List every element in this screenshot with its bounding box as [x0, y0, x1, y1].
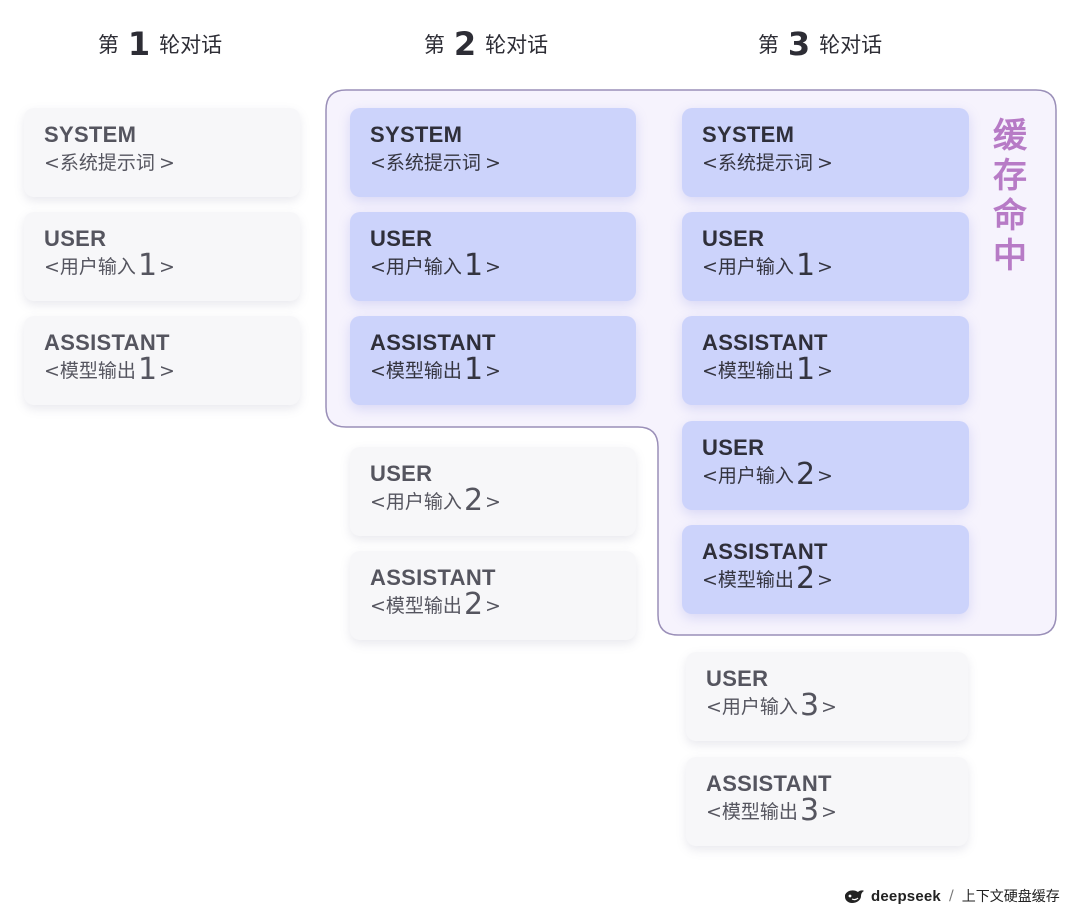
column-title-number: 2 — [453, 25, 477, 63]
message-card-system-cached: SYSTEM <系统提示词> — [350, 108, 636, 197]
column-title-round-3: 第 3 轮对话 — [720, 24, 920, 64]
role-label: ASSISTANT — [44, 330, 170, 355]
message-placeholder: <系统提示词> — [44, 152, 175, 174]
message-card-user-cached: USER <用户输入2> — [682, 421, 969, 510]
message-card-assistant: ASSISTANT <模型输出2> — [350, 551, 636, 640]
role-label: ASSISTANT — [702, 330, 828, 355]
column-title-suffix: 轮对话 — [485, 33, 549, 57]
message-card-assistant-cached: ASSISTANT <模型输出1> — [682, 316, 969, 405]
role-label: SYSTEM — [44, 122, 137, 147]
message-placeholder: <用户输入1> — [44, 248, 175, 283]
message-placeholder: <系统提示词> — [702, 152, 833, 174]
message-card-user: USER <用户输入2> — [350, 447, 636, 536]
role-label: USER — [44, 226, 107, 251]
role-label: SYSTEM — [702, 122, 795, 147]
role-label: USER — [702, 435, 765, 460]
message-placeholder: <模型输出1> — [370, 352, 501, 387]
message-card-user-cached: USER <用户输入1> — [682, 212, 969, 301]
brand-name: deepseek — [871, 887, 941, 905]
column-title-number: 1 — [127, 25, 151, 63]
cache-hit-char: 命 — [993, 196, 1027, 236]
message-card-assistant-cached: ASSISTANT <模型输出1> — [350, 316, 636, 405]
message-card-user-cached: USER <用户输入1> — [350, 212, 636, 301]
cache-hit-char: 存 — [993, 156, 1027, 196]
message-placeholder: <模型输出3> — [706, 793, 837, 828]
column-title-prefix: 第 — [97, 33, 119, 57]
column-title-prefix: 第 — [757, 33, 779, 57]
message-placeholder: <用户输入1> — [370, 248, 501, 283]
message-card-user: USER <用户输入3> — [686, 652, 968, 741]
message-card-assistant: ASSISTANT <模型输出1> — [24, 316, 300, 405]
role-label: USER — [706, 666, 769, 691]
message-card-system-cached: SYSTEM <系统提示词> — [682, 108, 969, 197]
cache-hit-char: 中 — [993, 236, 1027, 276]
message-card-assistant-cached: ASSISTANT <模型输出2> — [682, 525, 969, 614]
message-card-user: USER <用户输入1> — [24, 212, 300, 301]
column-title-suffix: 轮对话 — [819, 33, 883, 57]
role-label: ASSISTANT — [702, 539, 828, 564]
message-placeholder: <用户输入2> — [702, 457, 833, 492]
message-card-system: SYSTEM <系统提示词> — [24, 108, 300, 197]
role-label: USER — [702, 226, 765, 251]
role-label: ASSISTANT — [370, 565, 496, 590]
message-placeholder: <用户输入2> — [370, 483, 501, 518]
cache-hit-char: 缓 — [993, 116, 1027, 156]
brand-separator: / — [948, 888, 954, 904]
role-label: ASSISTANT — [370, 330, 496, 355]
column-title-round-1: 第 1 轮对话 — [60, 24, 260, 64]
message-placeholder: <模型输出1> — [44, 352, 175, 387]
footer-brand: deepseek / 上下文硬盘缓存 — [843, 884, 1060, 908]
cache-hit-label: 缓 存 命 中 — [988, 116, 1032, 276]
column-title-number: 3 — [787, 25, 811, 63]
message-placeholder: <系统提示词> — [370, 152, 501, 174]
message-placeholder: <模型输出1> — [702, 352, 833, 387]
column-title-suffix: 轮对话 — [159, 33, 223, 57]
brand-caption: 上下文硬盘缓存 — [961, 889, 1060, 905]
message-placeholder: <模型输出2> — [702, 561, 833, 596]
role-label: ASSISTANT — [706, 771, 832, 796]
message-placeholder: <用户输入3> — [706, 688, 837, 723]
role-label: USER — [370, 461, 433, 486]
message-placeholder: <模型输出2> — [370, 587, 501, 622]
deepseek-whale-icon — [845, 890, 864, 903]
message-card-assistant: ASSISTANT <模型输出3> — [686, 757, 968, 846]
column-title-prefix: 第 — [423, 33, 445, 57]
role-label: USER — [370, 226, 433, 251]
message-placeholder: <用户输入1> — [702, 248, 833, 283]
column-title-round-2: 第 2 轮对话 — [386, 24, 586, 64]
role-label: SYSTEM — [370, 122, 463, 147]
